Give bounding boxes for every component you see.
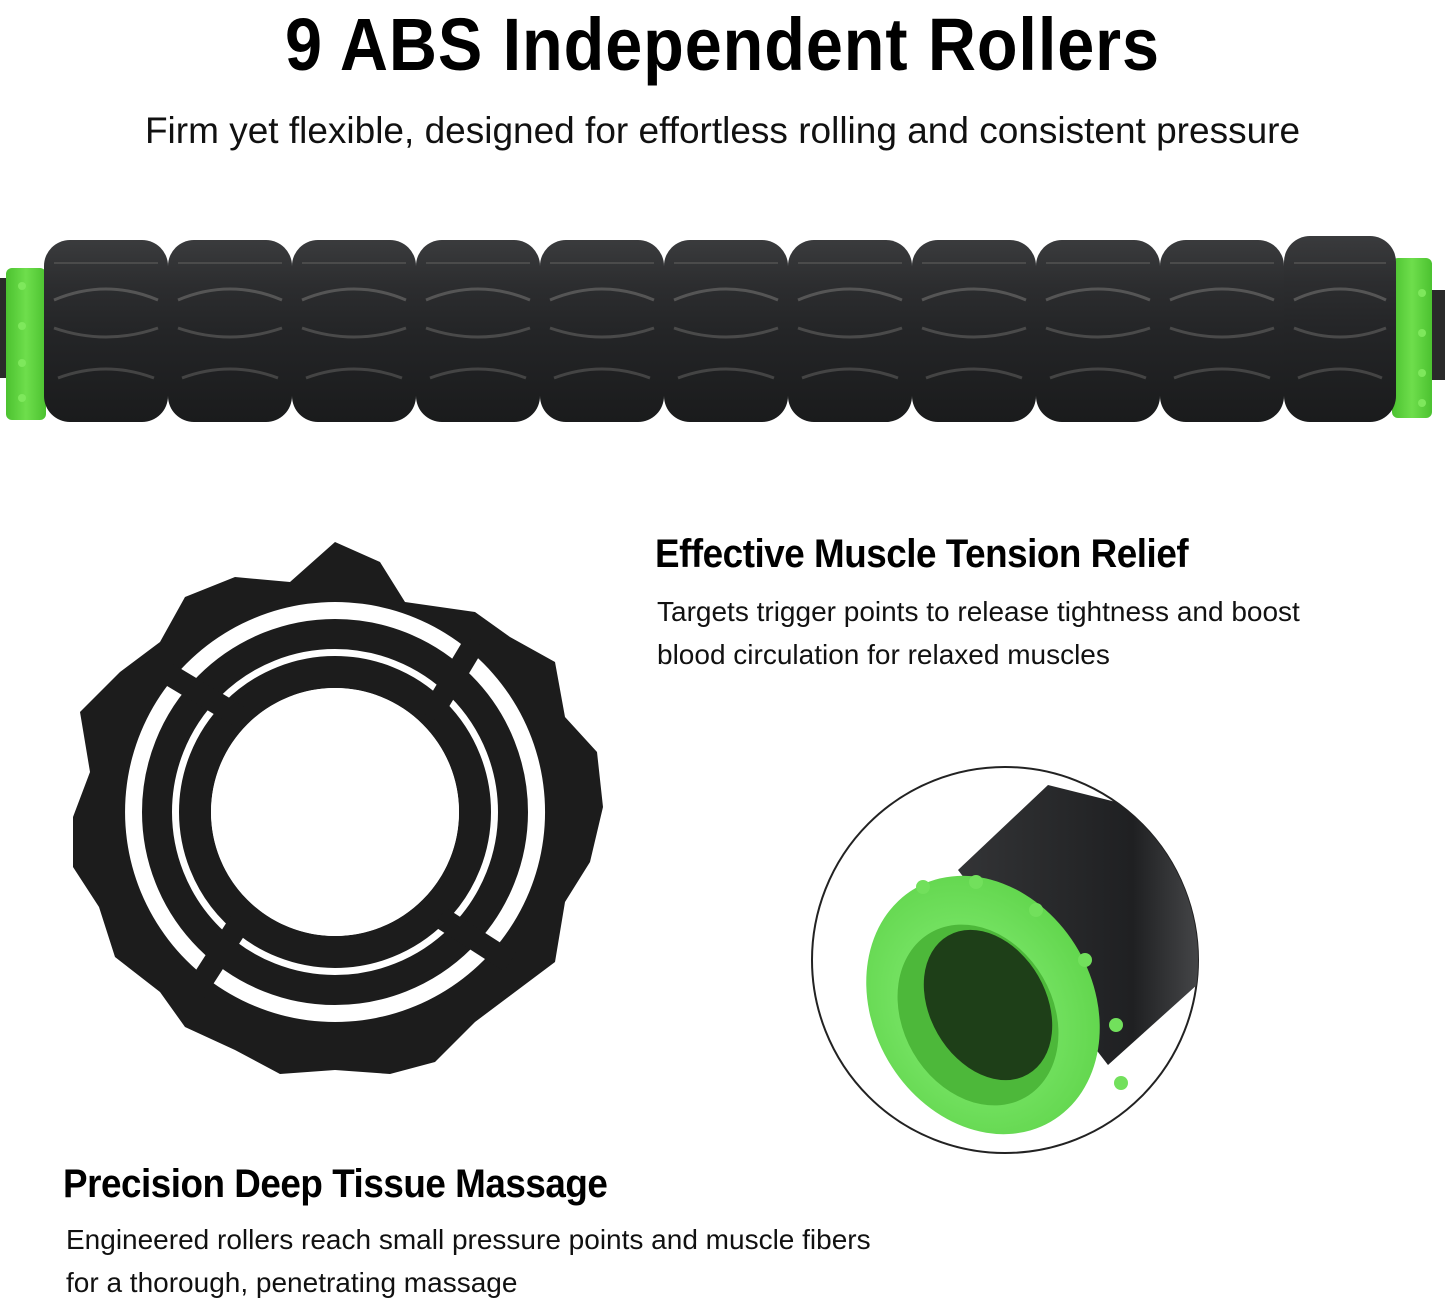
page-title: 9 ABS Independent Rollers [285,3,1160,86]
roller-cross-section-image [73,542,603,1074]
description-line: Engineered rollers reach small pressure … [66,1224,871,1255]
end-cap-closeup-image [811,766,1199,1154]
feature-description-muscle-tension: Targets trigger points to release tightn… [657,590,1445,676]
feature-description-deep-tissue: Engineered rollers reach small pressure … [66,1218,1046,1304]
feature-title-muscle-tension: Effective Muscle Tension Relief [655,532,1189,576]
description-line: for a thorough, penetrating massage [66,1267,518,1298]
left-end-cap [6,268,46,420]
right-end-cap [1392,258,1432,418]
roller-bar-image [0,236,1445,422]
description-line: Targets trigger points to release tightn… [657,596,1300,627]
description-line: blood circulation for relaxed muscles [657,639,1110,670]
page-subtitle: Firm yet flexible, designed for effortle… [144,110,1301,151]
feature-title-deep-tissue: Precision Deep Tissue Massage [63,1162,608,1206]
rollers [44,236,1396,422]
